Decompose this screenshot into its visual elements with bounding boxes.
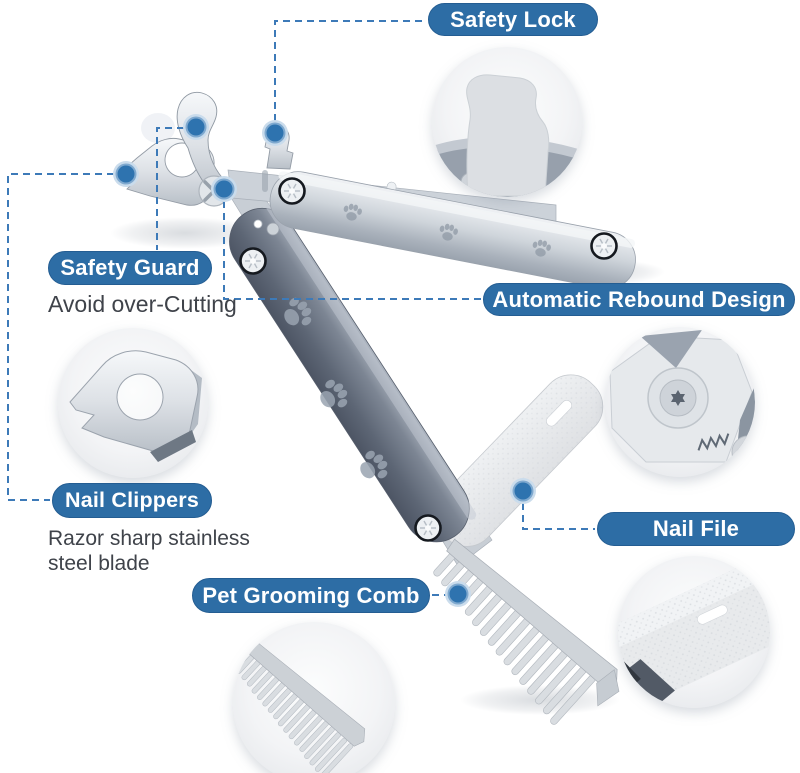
file-hanging-slot (546, 400, 572, 427)
callout-dot (445, 581, 471, 607)
label-safety-guard: Safety Guard (48, 251, 212, 285)
callout-dot (262, 120, 288, 146)
label-automatic-rebound: Automatic Rebound Design (483, 283, 795, 316)
callout-dots (113, 114, 536, 607)
lower-handle (229, 202, 477, 543)
inset-grooming-comb (233, 622, 395, 773)
inset-safety-lock (432, 47, 582, 197)
caption-nail-clippers: Razor sharp stainless steel blade (48, 526, 250, 576)
caption-safety-guard: Avoid over-Cutting (48, 291, 237, 317)
callout-dot (510, 478, 536, 504)
inset-nail-file (618, 556, 770, 708)
callout-line (274, 20, 426, 133)
label-safety-lock: Safety Lock (428, 3, 598, 36)
nail-file (434, 374, 604, 547)
callout-dot (183, 114, 209, 140)
label-nail-clippers: Nail Clippers (52, 483, 212, 518)
callout-line (223, 189, 481, 300)
callout-line (156, 127, 196, 250)
callout-line (7, 173, 126, 501)
callout-dot (211, 176, 237, 202)
caption-nail-clippers-line2: steel blade (48, 552, 150, 575)
grooming-comb (433, 538, 620, 725)
inset-rebound-spring (605, 327, 755, 477)
caption-nail-clippers-line1: Razor sharp stainless (48, 527, 250, 550)
callout-dot (113, 161, 139, 187)
inset-safety-guard (58, 328, 208, 478)
label-grooming-comb: Pet Grooming Comb (192, 578, 430, 613)
spring-icon (697, 433, 730, 451)
label-nail-file: Nail File (597, 512, 795, 546)
clipper-blade-plate (119, 137, 215, 206)
